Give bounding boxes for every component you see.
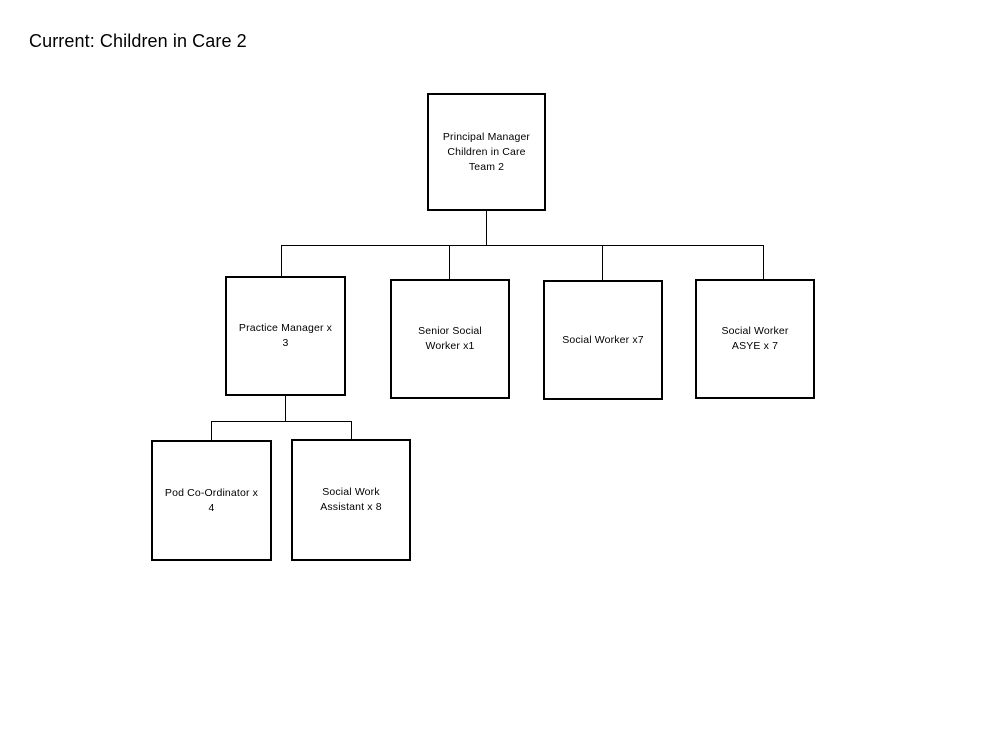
connector-principal-stem: [486, 211, 487, 245]
node-social-worker[interactable]: Social Worker x7: [543, 280, 663, 400]
connector-practice-manager-stem: [285, 396, 286, 421]
page-title: Current: Children in Care 2: [29, 31, 247, 51]
connector-drop-social-work-assistant: [351, 421, 352, 439]
node-label-pod-coordinator: Pod Co-Ordinator x 4: [164, 486, 259, 514]
connector-drop-social-worker: [602, 245, 603, 280]
connector-drop-senior-social-worker: [449, 245, 450, 279]
node-senior-social-worker[interactable]: Senior Social Worker x1: [390, 279, 510, 399]
node-label-senior-social-worker: Senior Social Worker x1: [418, 325, 482, 352]
connector-drop-practice-manager: [281, 245, 282, 276]
node-label-social-work-assistant: Social Work Assistant x 8: [320, 486, 382, 513]
node-social-work-assistant[interactable]: Social Work Assistant x 8: [291, 439, 411, 561]
connector-level2-bus: [211, 421, 351, 422]
node-label-principal-manager: Principal Manager Children in Care Team …: [442, 130, 531, 173]
connector-drop-social-worker-asye: [763, 245, 764, 279]
node-label-social-worker: Social Worker x7: [562, 333, 644, 346]
node-pod-coordinator[interactable]: Pod Co-Ordinator x 4: [151, 440, 272, 561]
node-label-social-worker-asye: Social Worker ASYE x 7: [721, 325, 789, 352]
node-principal-manager[interactable]: Principal Manager Children in Care Team …: [427, 93, 546, 211]
node-social-worker-asye[interactable]: Social Worker ASYE x 7: [695, 279, 815, 399]
node-label-practice-manager: Practice Manager x 3: [238, 322, 333, 349]
connector-level1-bus: [281, 245, 763, 246]
connector-drop-pod-coordinator: [211, 421, 212, 440]
node-practice-manager[interactable]: Practice Manager x 3: [225, 276, 346, 396]
